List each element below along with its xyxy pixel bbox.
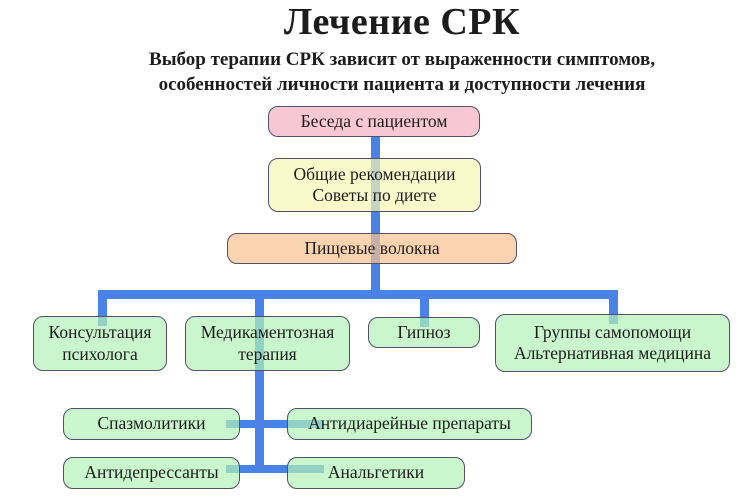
node-dietary-fiber: Пищевые волокна	[227, 233, 517, 264]
connector-vertical-main	[371, 137, 380, 299]
connector-drop-drug-therapy	[255, 290, 264, 473]
connector-row-spasmolytics	[226, 420, 324, 428]
node-drug-therapy: Медикаментозная терапия	[185, 316, 350, 371]
node-antidepressants: Антидепрессанты	[63, 457, 240, 489]
connector-drop-hypnosis	[420, 290, 429, 327]
node-antidiarrheals: Антидиарейные препараты	[287, 408, 532, 440]
diagram-header: Лечение СРК Выбор терапии СРК зависит от…	[27, 1, 750, 97]
node-psychologist-consult: Консультация психолога	[33, 316, 167, 371]
connector-drop-psychologist	[98, 290, 107, 326]
page-subtitle: Выбор терапии СРК зависит от выраженност…	[149, 48, 655, 95]
node-spasmolytics: Спазмолитики	[63, 408, 240, 440]
connector-row-antidepressants	[226, 465, 324, 473]
node-patient-talk: Беседа с пациентом	[268, 106, 480, 137]
node-analgesics: Анальгетики	[287, 457, 465, 489]
connector-drop-self-help	[609, 290, 618, 324]
node-self-help-groups: Группы самопомощи Альтернативная медицин…	[495, 314, 730, 372]
page-title: Лечение СРК	[283, 1, 521, 43]
node-hypnosis: Гипноз	[368, 317, 480, 348]
node-general-recommendations: Общие рекомендации Советы по диете	[268, 158, 481, 212]
connector-horizontal-bus	[98, 290, 618, 299]
